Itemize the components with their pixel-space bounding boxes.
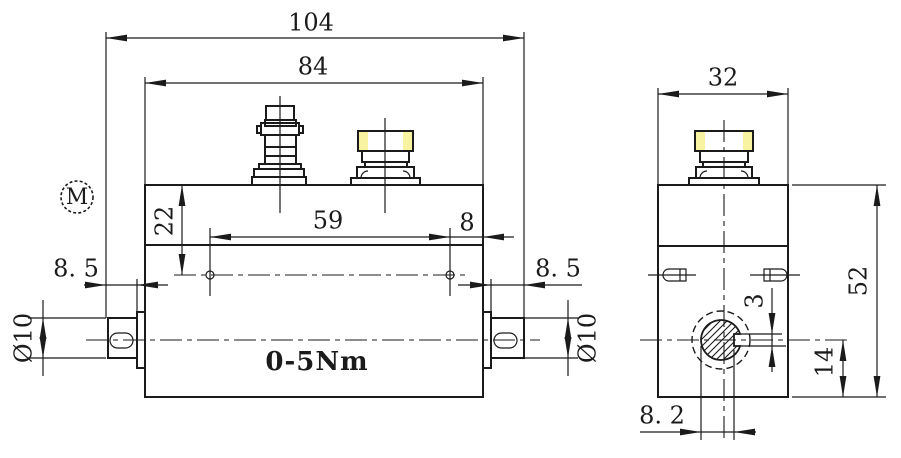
dim-14-label: 14 <box>811 347 839 378</box>
dim-side-width: 32 <box>657 64 789 185</box>
dim-across-flat: 8. 2 <box>639 346 756 440</box>
dim-center-to-bottom: 14 <box>811 340 847 397</box>
plug-foot-right <box>402 170 411 179</box>
dim-32-label: 32 <box>708 64 739 92</box>
dim-shaft-length-left: 8. 5 <box>53 255 168 312</box>
plug-cap-accent-right <box>403 131 413 151</box>
torque-range-label: 0-5Nm <box>265 347 368 377</box>
side-body-outline <box>657 184 789 398</box>
dim-shaft-dia-right: Ø10 <box>524 300 602 376</box>
side-plug-foot-left <box>699 170 708 179</box>
flange-hidden-circle <box>691 310 751 370</box>
front-view: M 0-5Nm 104 84 59 8 <box>10 9 602 398</box>
mounting-holes <box>174 228 466 296</box>
shaft-cross-section <box>700 319 742 361</box>
plug-cap-accent-left <box>358 131 368 151</box>
dim-22-label: 22 <box>151 206 179 237</box>
dim-top-to-hole: 22 <box>151 185 186 275</box>
dim-hole-span: 59 8 <box>210 207 514 241</box>
threaded-stud-connector <box>251 96 307 213</box>
side-plug-foot-right <box>740 170 749 179</box>
dim-dia10-right-label: Ø10 <box>574 313 602 363</box>
dim-side-height: 52 <box>792 184 886 398</box>
dim-overall-width: 104 <box>105 9 525 318</box>
side-plug-accent-left <box>695 131 705 151</box>
dim-8p5-left-label: 8. 5 <box>53 255 99 283</box>
dim-dia10-left-label: Ø10 <box>10 313 38 363</box>
side-pin-right <box>750 268 800 282</box>
motor-symbol-label: M <box>66 185 89 210</box>
dim-3-label: 3 <box>741 293 769 308</box>
dim-body-width: 84 <box>144 53 484 185</box>
round-plug-connector <box>350 118 421 213</box>
dim-84-label: 84 <box>298 53 329 81</box>
side-plug-accent-right <box>743 131 753 151</box>
side-pin-left <box>648 268 696 282</box>
dim-shaft-dia-left: Ø10 <box>10 300 106 376</box>
dim-8p2-label: 8. 2 <box>639 402 685 430</box>
dim-8p5-right-label: 8. 5 <box>535 255 581 283</box>
dim-52-label: 52 <box>845 266 873 297</box>
dim-8-label: 8 <box>459 209 474 237</box>
front-body-outline <box>144 184 484 398</box>
dim-shaft-length-right: 8. 5 <box>458 255 582 312</box>
dim-104-label: 104 <box>288 9 334 37</box>
dim-59-label: 59 <box>313 207 344 235</box>
plug-foot-left <box>360 170 369 179</box>
dim-keyway-width: 3 <box>736 288 786 372</box>
side-view: 32 52 14 3 <box>639 64 886 440</box>
motor-symbol: M <box>60 180 94 214</box>
